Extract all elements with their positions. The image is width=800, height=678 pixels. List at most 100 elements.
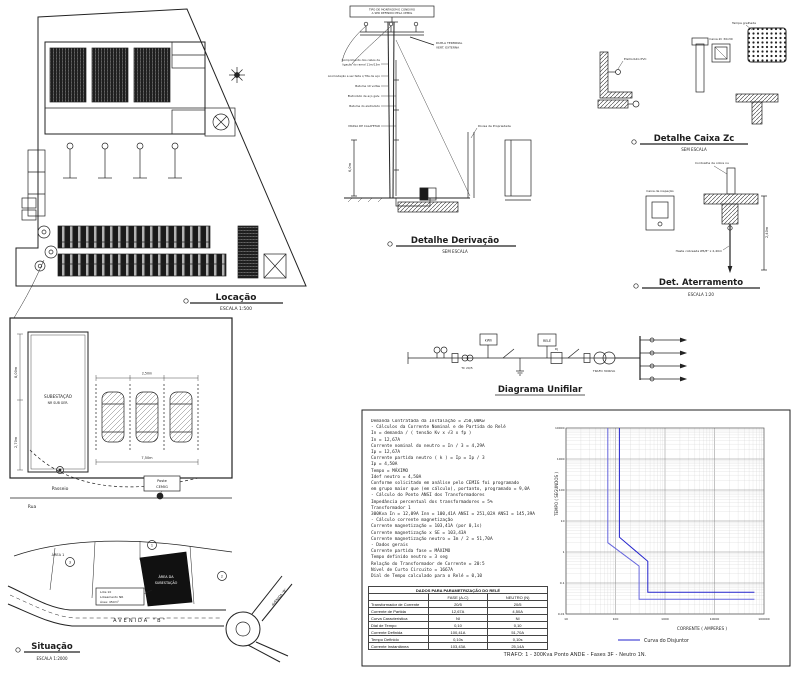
roundabout [225,611,261,647]
svg-text:0.01: 0.01 [558,612,565,616]
calc-line: Dial de Tempo calculado para o Relé = 0,… [371,574,483,580]
detail-caixa-zc: Tampa grelhada Caixa Zc 30x30 Eletroduto… [597,21,787,152]
parking-row [57,225,211,249]
aterr-label: Cordoalha de cobre nu [695,161,729,165]
car-icon [101,391,125,443]
calc-line: Nível de Curto Circuito = 1667A [371,567,453,573]
note-top-line1: TIPO DE MONTAGEM E CONEXÃO [368,7,416,12]
caixa-label: Eletroduto PVC [624,57,646,61]
svg-text:1000: 1000 [557,457,565,461]
relay-calculation-notes: Demanda Contratada da Instalação = 250,0… [371,419,557,580]
passeio-label: Passeio [52,486,69,492]
canopy-columns [63,142,182,179]
note-top-line2: A SER DEFINIDO PELA CEMIG [372,11,413,15]
svg-text:10: 10 [564,617,568,621]
caixa-label: Tampa grelhada [731,21,756,25]
area1-label: ÁREA 1 [52,552,65,557]
substation-label-1: SUBESTAÇÃO [44,394,73,399]
svg-text:100: 100 [559,488,565,492]
section-scale-locacao: ESCALA 1:500 [220,306,252,312]
detail-aterramento: Caixa de inspeção Cordoalha de cobre nu … [633,161,769,297]
calc-line: Corrente magnetização x SE = 103,43A [371,530,467,536]
svg-text:1: 1 [563,550,565,554]
left-dim-top: 8,00m [14,366,18,378]
tree-icon [34,225,58,272]
calc-line: Corrente magnetização = 103,41A (por 0,1… [371,524,483,530]
section-title-caixa: Detalhe Caixa Zc [654,134,735,144]
car-icon [169,391,193,443]
section-scale-aterramento: ESCALA 1:20 [688,292,714,297]
legend-label: Curva do Disjuntor [644,638,689,644]
poste-cemig [156,492,164,500]
stall-dim: 2,50m [142,372,152,376]
title-marker [15,647,21,653]
note-left: Eletroduto de aço galv. [348,94,380,98]
svg-text:10: 10 [561,519,565,523]
calc-line: Idef neutro = 4,50A [371,474,422,480]
calc-line: - Cálculos da Corrente Nominal e de Part… [371,425,506,431]
left-dim-bottom: 2,70m [14,436,18,448]
note-right-line1: DUPLA TERMINAL [436,41,463,45]
note-left: Betume 10 voltas [355,84,380,88]
calc-line: Tempo = MÁXIMO [371,468,409,474]
relay-parameter-table: DADOS PARA PARAMETRIZAÇÃO DO RELÉ FASE (… [368,586,548,650]
grate-cover [747,27,787,63]
substation-label-2: NR SUB GER. [48,401,69,405]
calc-line: Demanda Contratada da Instalação = 250,0… [371,419,485,424]
table-col-neutro: NEUTRO (N) [487,593,548,601]
kwh-label: kWh [485,339,492,343]
note-right-line2: VERT. EXTERNA [436,46,460,50]
calc-line: - Dados gerais [371,543,409,549]
calc-line: Ip = 4,50A [371,462,398,468]
title-marker [633,283,639,289]
tc-label: TC 20/5 [460,366,473,370]
yard-dim: 7,50m [141,456,153,460]
calc-line: - Cálculo corrente magnetização [371,518,453,524]
svg-text:100: 100 [613,617,619,621]
curve-neutro [607,428,755,600]
note-left: ligação do ramal 11m/13m [342,63,380,67]
caixa-label: Caixa Zc 30x30 [709,37,732,41]
lot-box-line: Lote 10 [100,590,111,594]
calc-line: Corrente nominal do neutro = In / 3 = 4,… [371,443,485,449]
dj-label: DJ [555,347,558,351]
note-left: Acomodação a ser feita c/ fita de aço [328,74,380,78]
calc-line: Corrente magnetização neutro = Im / 2 = … [371,536,493,542]
calc-line: Impedância percentual dos transformadore… [371,499,493,505]
substation-lot [139,551,193,607]
north-sun-icon [229,67,245,83]
section-title-aterramento: Det. Aterramento [659,278,743,288]
calc-line: In = 12,67A [371,437,401,443]
mureta [397,201,459,213]
title-marker [387,241,393,247]
section-title-derivacao: Detalhe Derivação [411,236,499,246]
section-title-locacao: Locação [216,293,257,303]
avenida-label-2: AVENIDA "B" [271,588,288,607]
section-scale-derivacao: SEM ESCALA [442,249,468,254]
note-left: Comprimento dos cabos de [342,58,381,62]
dark-lot-label-2: SUBESTAÇÃO [155,580,178,585]
parking-row [57,253,227,277]
trafo-label: TRAFO 300kVA [592,369,616,373]
svg-text:100000: 100000 [758,617,770,621]
calc-line: Tempo definido neutro = 3 seg [371,555,448,561]
section-title-situacao: Situação [31,642,73,652]
pole-dim: 6,0m [348,162,352,172]
aterr-label: Caixa de inspeção [646,189,674,193]
substation-floor-plan: SUBESTAÇÃO NR SUB GER. 2,50m 7,50m 8,00m… [9,317,233,510]
table-col-fase: FASE (A-C) [427,593,489,601]
poste-label-1: Poste [157,479,168,483]
svg-text:10000: 10000 [555,426,565,430]
calc-line: em grupo maior que (em cálculo), portant… [371,487,530,493]
title-marker [631,139,637,145]
lot-box-line: Área: 450m² [100,599,120,604]
equipment-bay [49,47,87,103]
equipment-bay [133,47,171,103]
